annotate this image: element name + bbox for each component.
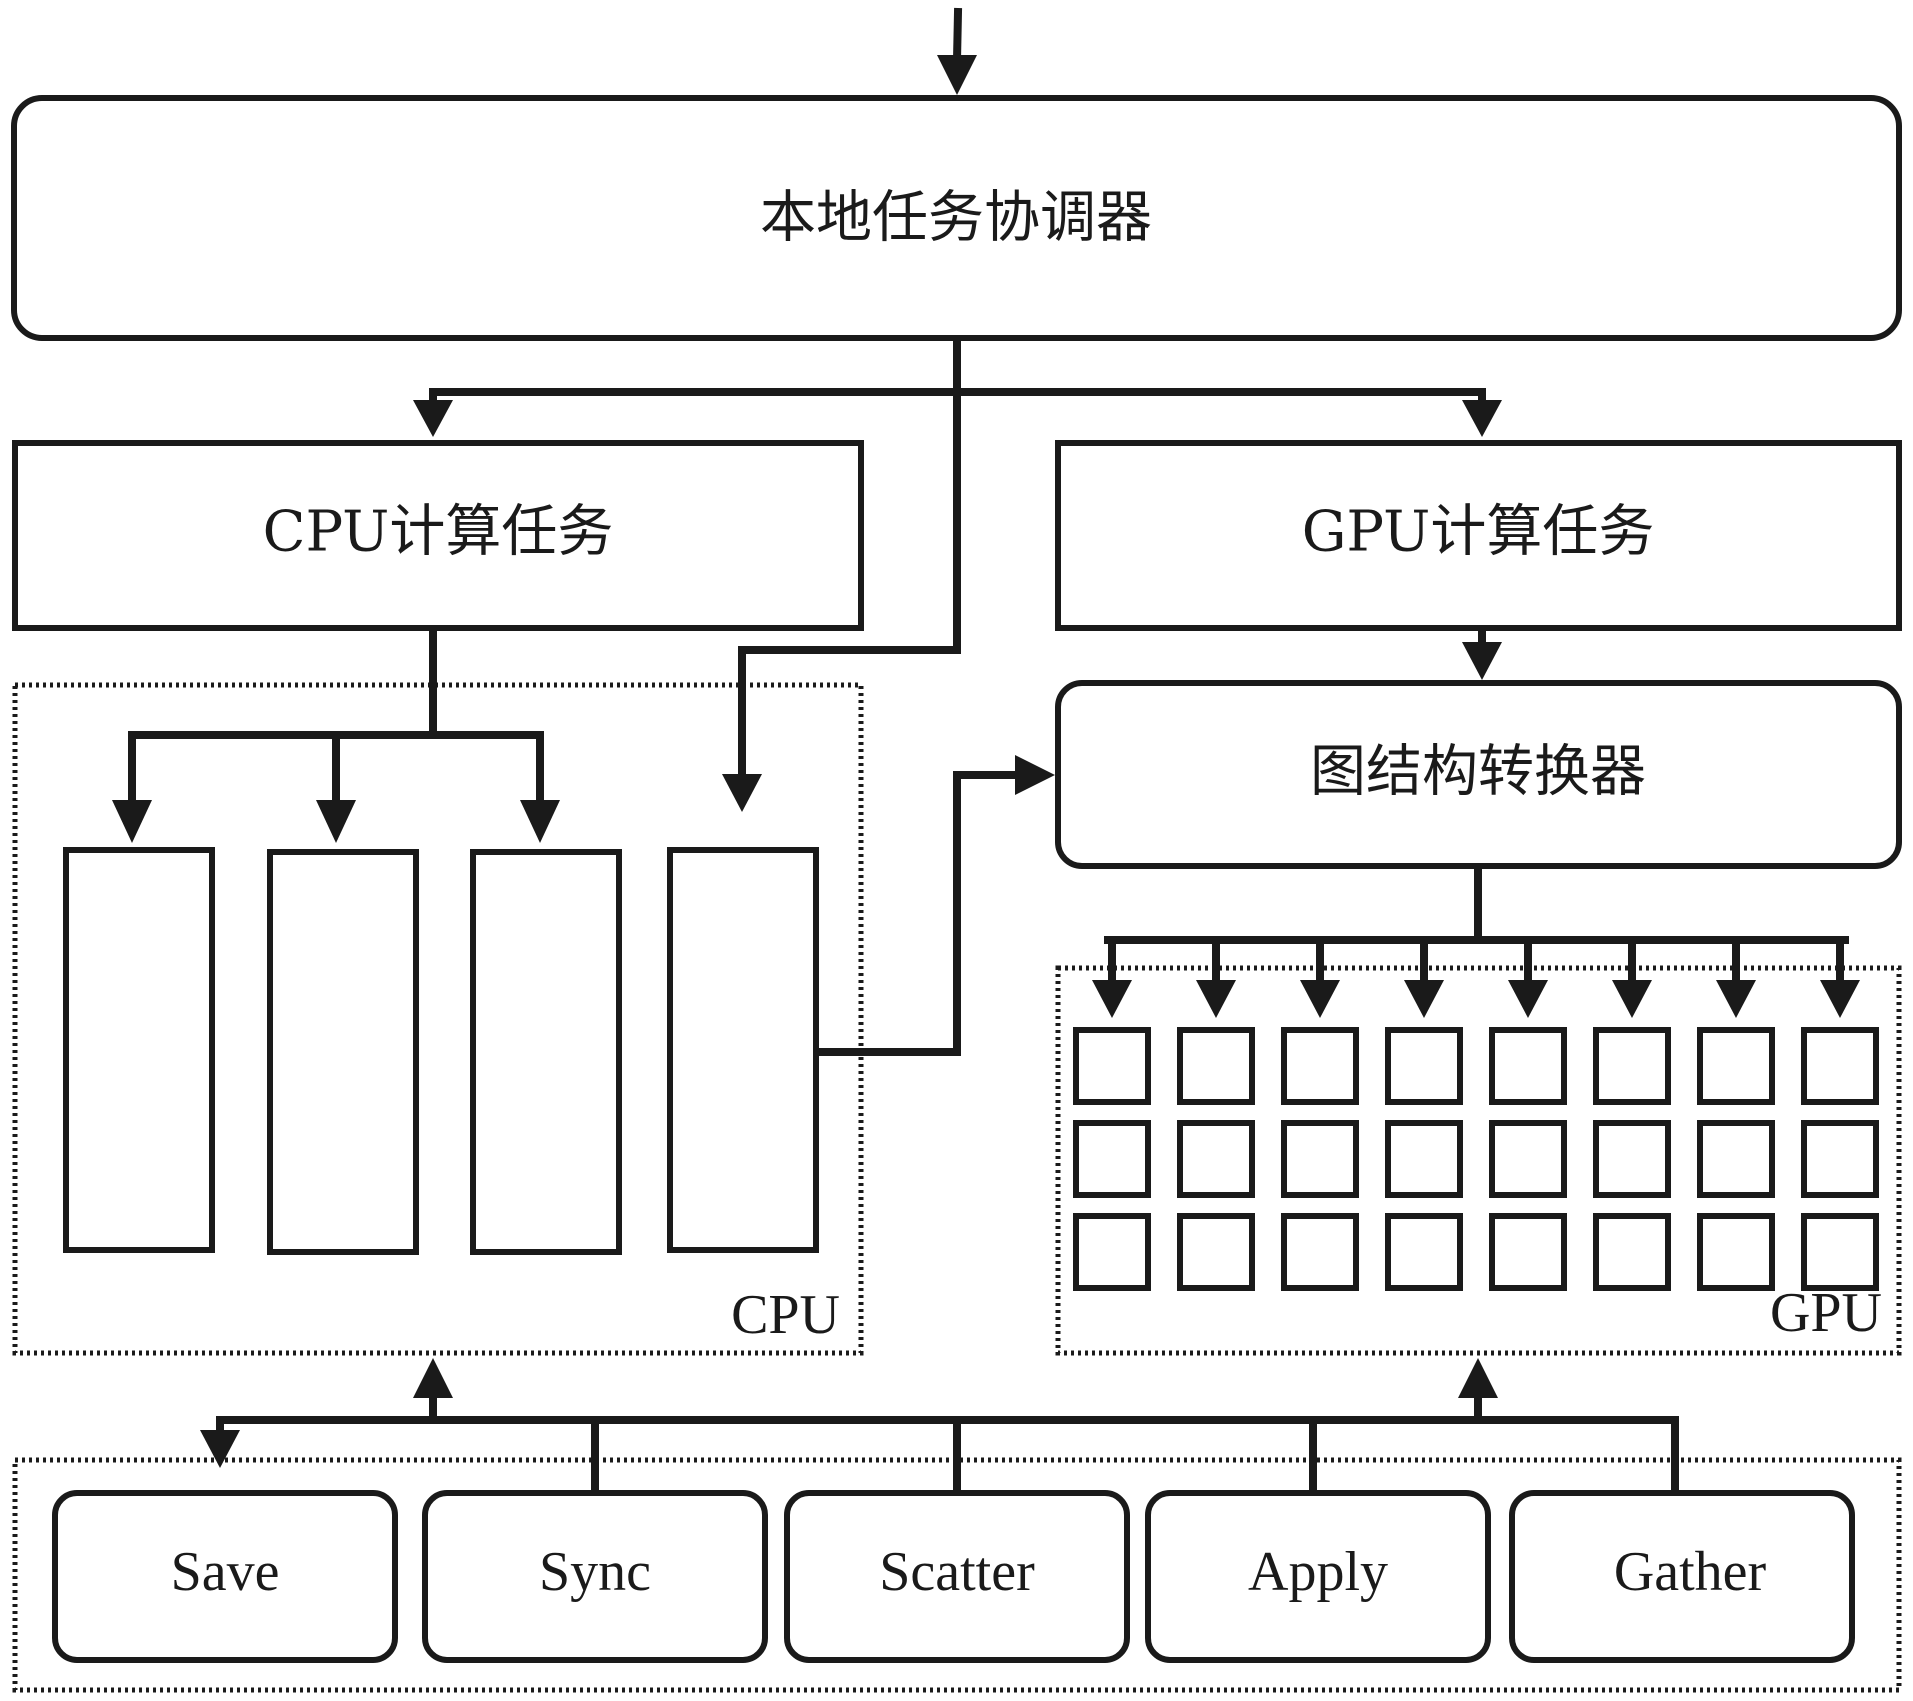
operation-save-label: Save xyxy=(171,1541,280,1603)
cpu-group: CPU xyxy=(12,682,864,1356)
incoming-arrow xyxy=(937,7,977,95)
operation-sync-label: Sync xyxy=(539,1541,651,1603)
gpu-core-r3-c4 xyxy=(1385,1213,1463,1291)
gpu-fanout-arrowhead-4 xyxy=(1404,980,1444,1018)
operation-save: Save xyxy=(52,1490,398,1663)
local-task-coordinator: 本地任务协调器 xyxy=(11,95,1902,341)
gpu-core-r1-c7 xyxy=(1697,1027,1775,1105)
gpu-group: GPU xyxy=(1055,965,1902,1356)
cpu-core-4 xyxy=(667,847,819,1253)
gpu-core-r2-c6 xyxy=(1593,1120,1671,1198)
gpu-group-label: GPU xyxy=(1770,1282,1882,1344)
gpu-core-r1-c6 xyxy=(1593,1027,1671,1105)
cpu-task-label: CPU计算任务 xyxy=(263,500,614,565)
gpu-core-r1-c4 xyxy=(1385,1027,1463,1105)
gpu-core-r3-c8 xyxy=(1801,1213,1879,1291)
gpu-core-r3-c1 xyxy=(1073,1213,1151,1291)
gpu-core-r3-c6 xyxy=(1593,1213,1671,1291)
cpu-core-3 xyxy=(470,849,622,1255)
converter-fanout xyxy=(1092,864,1860,1018)
operation-scatter-label: Scatter xyxy=(879,1541,1035,1603)
gpu-core-r1-c2 xyxy=(1177,1027,1255,1105)
gpu-core-r3-c7 xyxy=(1697,1213,1775,1291)
graph-structure-converter: 图结构转换器 xyxy=(1055,680,1902,869)
gpu-core-r2-c3 xyxy=(1281,1120,1359,1198)
gpu-core-grid xyxy=(1073,1027,1879,1291)
operation-apply-label: Apply xyxy=(1248,1541,1388,1603)
gpu-fanout-arrowhead-8 xyxy=(1820,980,1860,1018)
gpu-core-r1-c5 xyxy=(1489,1027,1567,1105)
gpu-core-r3-c2 xyxy=(1177,1213,1255,1291)
cpu-core-1 xyxy=(63,847,215,1253)
cpu-core-2 xyxy=(267,849,419,1255)
gpu-core-r1-c8 xyxy=(1801,1027,1879,1105)
gpu-fanout-arrowhead-5 xyxy=(1508,980,1548,1018)
gpu-core-r3-c5 xyxy=(1489,1213,1567,1291)
gpu-core-r1-c1 xyxy=(1073,1027,1151,1105)
operation-scatter: Scatter xyxy=(784,1490,1130,1663)
operation-gather-label: Gather xyxy=(1614,1541,1767,1603)
cpu-compute-task: CPU计算任务 xyxy=(12,440,864,631)
gpu-core-r2-c8 xyxy=(1801,1120,1879,1198)
gpu-core-r2-c5 xyxy=(1489,1120,1567,1198)
operation-gather: Gather xyxy=(1509,1490,1855,1663)
converter-label: 图结构转换器 xyxy=(1310,740,1646,805)
gpu-core-r2-c4 xyxy=(1385,1120,1463,1198)
gpu-task-to-converter-connector xyxy=(1462,626,1502,680)
gpu-fanout-arrowhead-2 xyxy=(1196,980,1236,1018)
gpu-fanout-arrowhead-1 xyxy=(1092,980,1132,1018)
operation-sync: Sync xyxy=(422,1490,768,1663)
operation-apply: Apply xyxy=(1145,1490,1491,1663)
gpu-core-r2-c2 xyxy=(1177,1120,1255,1198)
coordinator-label: 本地任务协调器 xyxy=(760,186,1152,251)
gpu-task-label: GPU计算任务 xyxy=(1302,500,1655,565)
cpu-task-fanout xyxy=(112,626,560,843)
gpu-fanout-arrowhead-7 xyxy=(1716,980,1756,1018)
gpu-core-r3-c3 xyxy=(1281,1213,1359,1291)
gpu-core-r2-c1 xyxy=(1073,1120,1151,1198)
gpu-core-r2-c7 xyxy=(1697,1120,1775,1198)
gpu-fanout-arrowhead-3 xyxy=(1300,980,1340,1018)
gpu-core-r1-c3 xyxy=(1281,1027,1359,1105)
cpu-to-converter-connector xyxy=(814,755,1055,1056)
operations-bus xyxy=(200,1358,1679,1494)
gpu-compute-task: GPU计算任务 xyxy=(1055,440,1902,631)
cpu-group-label: CPU xyxy=(731,1284,840,1346)
gpu-fanout-arrowhead-6 xyxy=(1612,980,1652,1018)
coordinator-fanout-connectors xyxy=(413,338,1502,812)
